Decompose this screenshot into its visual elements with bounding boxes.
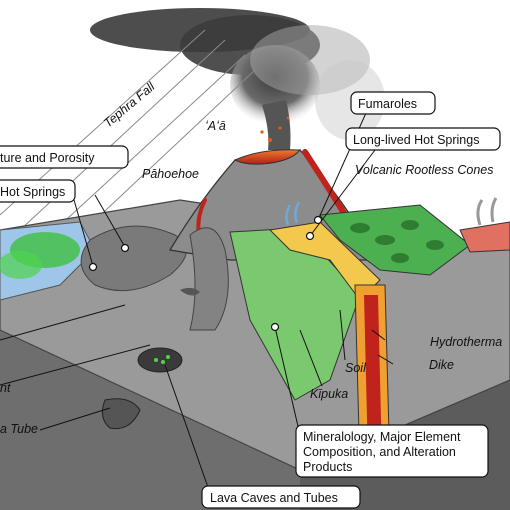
- fumaroles-label: Fumaroles: [358, 97, 417, 111]
- mineralology-line-2: Composition, and Alteration: [303, 445, 456, 459]
- hot-springs-label: Hot Springs: [0, 185, 65, 199]
- lava-caves-box: [201, 485, 361, 509]
- texture-porosity-label: ture and Porosity: [0, 151, 95, 165]
- soil-label: Soil: [345, 361, 367, 375]
- lava-tube-partial-label: a Tube: [0, 422, 38, 436]
- kipuka-label: Kīpuka: [310, 387, 348, 401]
- dike-label: Dike: [429, 358, 454, 372]
- rootless-cones-field: [319, 204, 471, 276]
- long-lived-hot-springs-label: Long-lived Hot Springs: [353, 133, 479, 147]
- mineralology-box: [295, 424, 489, 478]
- lava-caves-label: Lava Caves and Tubes: [210, 491, 338, 505]
- partial-nt-label: nt: [0, 381, 11, 395]
- marker-dots: [88, 215, 323, 332]
- aa-label: ʻAʻā: [205, 119, 226, 133]
- mineralology-line-3: Products: [303, 460, 352, 474]
- mineralology-line-1: Mineralology, Major Element: [303, 430, 461, 444]
- volcanic-rootless-cones-label: Volcanic Rootless Cones: [355, 163, 494, 177]
- eruption-plume: [90, 8, 385, 150]
- right-hot-springs: [459, 197, 510, 253]
- lava-tubes: [101, 287, 200, 430]
- aa-flow: [189, 227, 229, 331]
- hot-spring-lake: [0, 221, 96, 301]
- fumarole-steam: [285, 201, 301, 226]
- hot-springs-box: [0, 179, 76, 203]
- pahoehoe-label: Pāhoehoe: [142, 167, 199, 181]
- long-lived-hot-springs-box: [345, 127, 501, 151]
- pahoehoe-flow: [80, 225, 187, 292]
- tephra-fall-label: Tephra Fall: [101, 79, 158, 130]
- hydrothermal-label: Hydrotherma: [430, 335, 502, 349]
- fumaroles-box: [350, 91, 436, 115]
- texture-porosity-box: [0, 145, 129, 169]
